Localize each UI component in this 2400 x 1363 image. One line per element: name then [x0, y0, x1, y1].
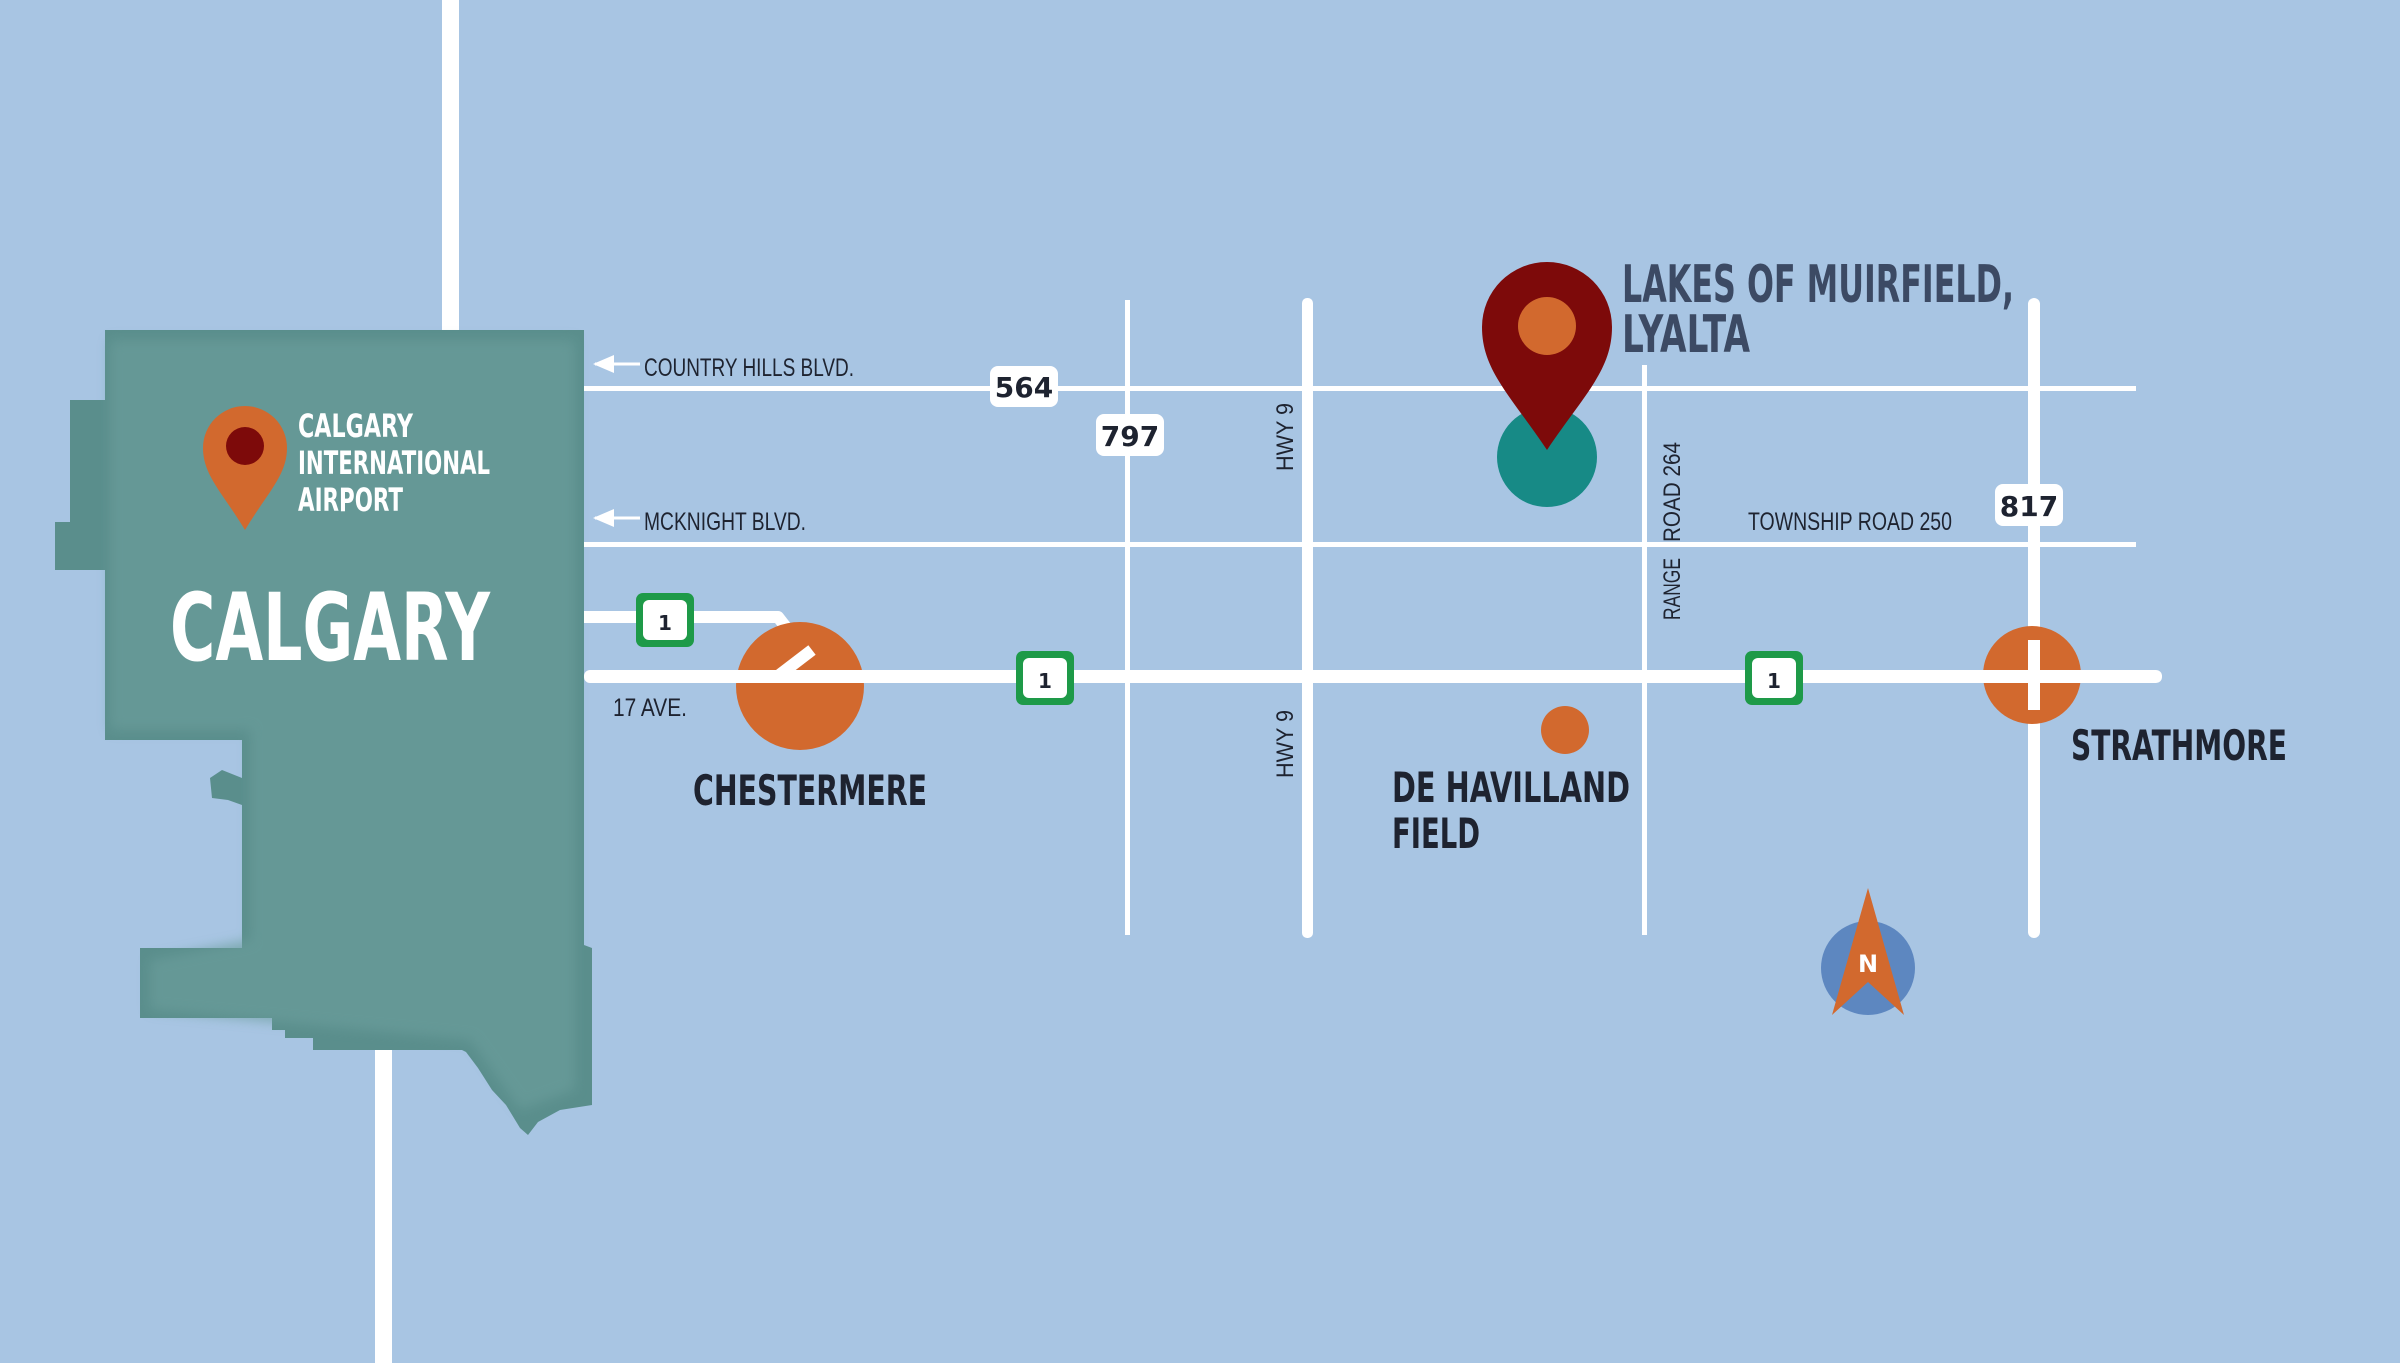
hwy1-17ave-road	[584, 670, 2162, 683]
hwy1-merge-connector	[774, 645, 816, 681]
hwy9-road	[1302, 298, 1313, 938]
calgary-city-area	[55, 330, 592, 1135]
north-arrow-icon	[1832, 888, 1904, 1015]
country-hills-arrow-icon	[593, 355, 640, 373]
destination-label-line2: LYALTA	[1622, 305, 1750, 365]
compass: N	[1821, 888, 1915, 1015]
rr817-road	[2028, 298, 2040, 938]
airport-label-line3: AIRPORT	[298, 481, 403, 519]
dehavilland-label-line2: FIELD	[1392, 809, 1480, 858]
hwy9-over-hwy1	[1302, 665, 1313, 688]
mcknight-arrow-icon	[593, 509, 640, 527]
south-road-line	[375, 1020, 392, 1363]
destination-label-line1: LAKES OF MUIRFIELD,	[1622, 255, 2014, 315]
dehavilland-field-marker	[1541, 706, 1589, 754]
trans-canada-shield-1: 1	[636, 593, 694, 647]
dehavilland-label-line1: DE HAVILLAND	[1392, 763, 1630, 812]
north-road-line	[442, 0, 459, 340]
airport-label-line1: CALGARY	[298, 407, 414, 445]
mcknight-label: MCKNIGHT BLVD.	[644, 508, 806, 536]
route-797-shield: 797	[1096, 414, 1164, 456]
route-817-shield: 817	[1995, 484, 2063, 526]
chestermere-label: CHESTERMERE	[693, 766, 927, 815]
trans-canada-number: 1	[1038, 669, 1052, 693]
route-564-shield: 564	[990, 366, 1058, 407]
destination-circle	[1497, 407, 1597, 507]
airport-label-line2: INTERNATIONAL	[298, 444, 490, 482]
township-road-label: TOWNSHIP ROAD 250	[1748, 508, 1952, 536]
trans-canada-shield-2: 1	[1016, 651, 1074, 705]
hwy9-label-bottom: HWY 9	[1272, 710, 1299, 778]
country-hills-road	[584, 386, 2136, 391]
route-564-label: 564	[995, 371, 1053, 404]
seventeenth-ave-label: 17 AVE.	[613, 694, 687, 722]
rr817-over-hwy1	[2028, 640, 2040, 710]
country-hills-label: COUNTRY HILLS BLVD.	[644, 354, 854, 382]
range-road-label-line2: ROAD 264	[1659, 442, 1686, 542]
range-road-264	[1642, 365, 1647, 935]
compass-north-label: N	[1858, 950, 1878, 978]
trans-canada-shield-3: 1	[1745, 651, 1803, 705]
mcknight-road	[584, 542, 2136, 547]
strathmore-label: STRATHMORE	[2071, 721, 2287, 770]
destination-pin-icon	[1482, 262, 1612, 450]
range-road-label-line1: RANGE	[1659, 558, 1686, 620]
route-797-label: 797	[1101, 420, 1159, 453]
chestermere-town-marker	[736, 622, 864, 750]
hwy9-label-top: HWY 9	[1272, 403, 1299, 471]
airport-pin-icon	[203, 406, 287, 530]
trans-canada-number: 1	[1767, 669, 1781, 693]
route-817-label: 817	[2000, 490, 2058, 523]
city-name: CALGARY	[170, 574, 491, 683]
rr797-road	[1125, 300, 1130, 935]
trans-canada-number: 1	[658, 611, 672, 635]
